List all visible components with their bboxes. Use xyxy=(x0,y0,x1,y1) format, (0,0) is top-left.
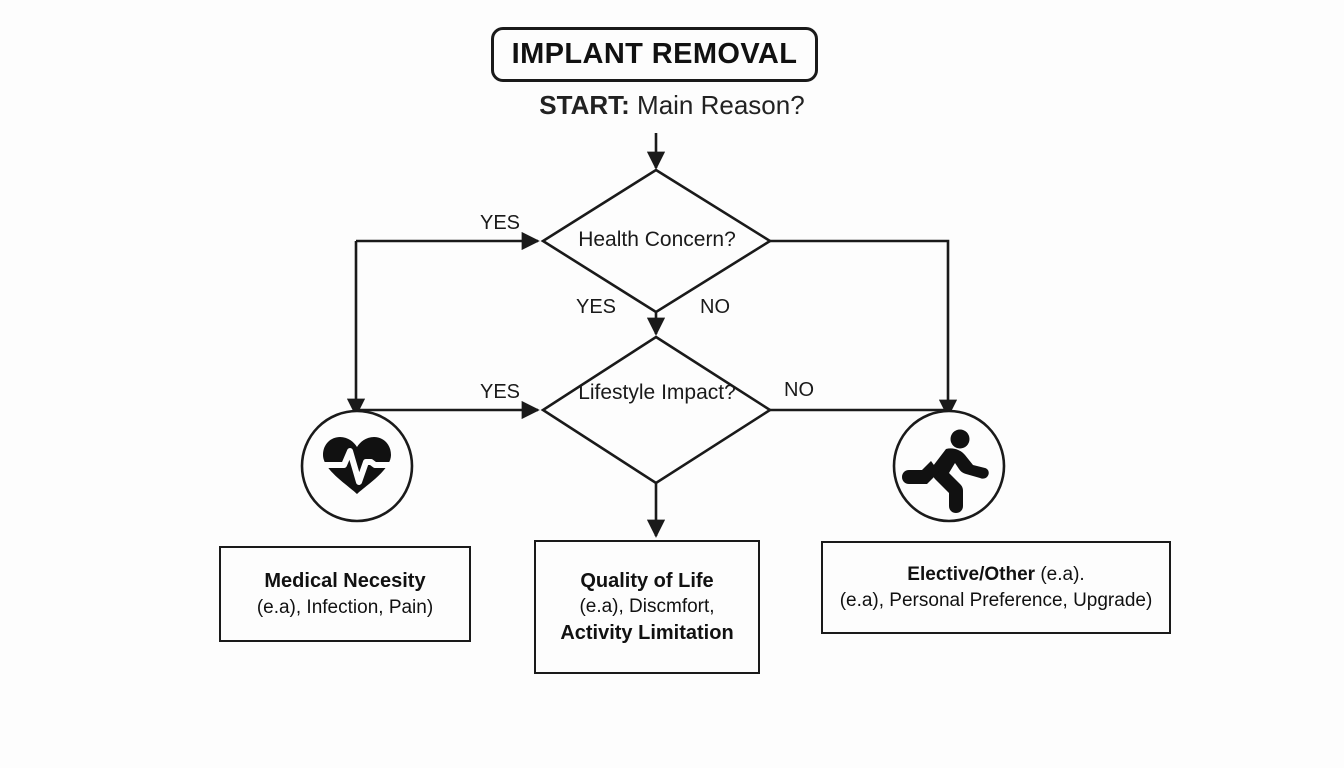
outcome-quality-of-life: Quality of Life (e.a), Discmfort, Activi… xyxy=(534,540,760,674)
outcome-elective-other: Elective/Other (e.a). (e.a), Personal Pr… xyxy=(821,541,1171,634)
edge-label-yes-lifestyle-left: YES xyxy=(480,381,521,403)
outcome-elective-title: Elective/Other xyxy=(907,564,1036,586)
edge-label-no-lifestyle-right: NO xyxy=(784,379,814,401)
outcome-quality-detail-bold: Activity Limitation xyxy=(560,621,734,644)
start-caption: START: Main Reason? xyxy=(0,90,1344,121)
outcome-elective-title-row: Elective/Other (e.a). xyxy=(907,562,1084,587)
running-person-icon xyxy=(902,429,989,513)
outcome-medical-detail: (e.a), Infection, Pain) xyxy=(256,596,434,618)
outcome-medical-title: Medical Necesity xyxy=(264,570,426,593)
edge-decision1-no-right xyxy=(770,239,958,418)
decision2-diamond xyxy=(540,335,773,485)
outcome-elective-detail: (e.a), Personal Preference, Upgrade) xyxy=(839,589,1153,611)
decision2-label: Lifestyle Impact? xyxy=(578,381,736,404)
edge-label-yes-health-left: YES xyxy=(480,212,521,234)
outcome-elective-title-suffix: (e.a). xyxy=(1035,564,1085,586)
start-caption-strong: START: xyxy=(539,90,630,120)
outcome-quality-detail: (e.a), Discmfort, xyxy=(579,596,715,618)
outcome-quality-title: Quality of Life xyxy=(580,570,714,593)
start-node-label: IMPLANT REMOVAL xyxy=(511,38,798,71)
edge-label-yes-health-down: YES xyxy=(576,296,617,318)
outcome-medical-necessity: Medical Necesity (e.a), Infection, Pain) xyxy=(219,546,471,642)
start-node: IMPLANT REMOVAL xyxy=(491,27,818,82)
start-caption-rest: Main Reason? xyxy=(629,90,805,120)
edge-label-no-health-right: NO xyxy=(700,296,730,318)
decision1-label: Health Concern? xyxy=(578,228,736,251)
heart-pulse-icon xyxy=(321,437,393,494)
